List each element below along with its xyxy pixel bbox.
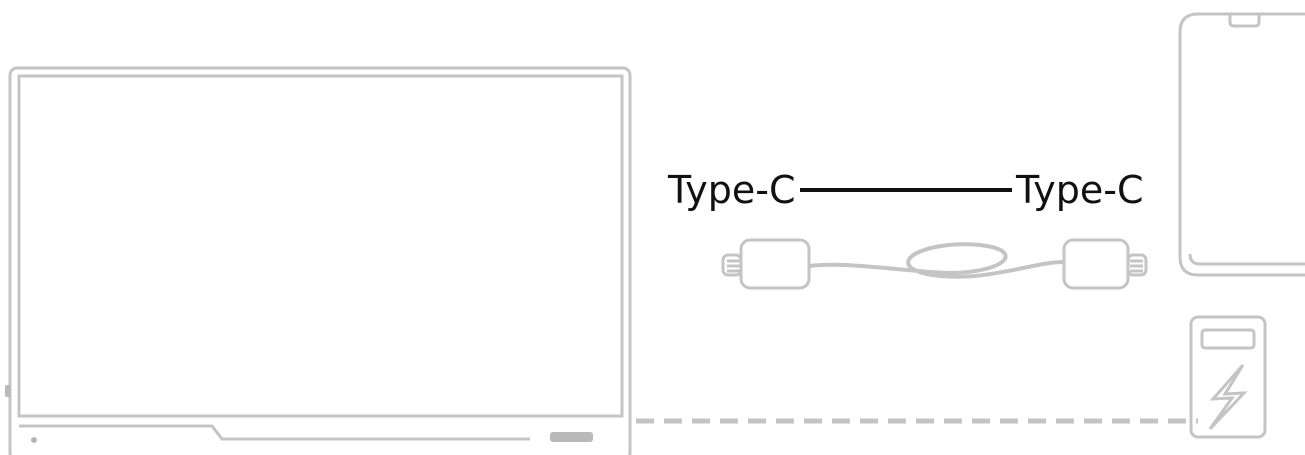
monitor-logo [550,432,593,442]
phone-icon [1178,12,1305,277]
lightning-icon [1208,364,1248,431]
cable-left-label: Type-C [668,168,796,212]
monitor-power-led [31,437,37,443]
monitor-icon [5,66,632,455]
phone-screen-edge [1188,253,1305,266]
phone-notch [1228,15,1261,28]
monitor-outer-frame [8,66,632,455]
charger-icon [1189,315,1267,439]
phone-body [1178,12,1305,277]
cable-wire [808,242,1065,279]
charger-port [1200,328,1256,350]
charger-body [1189,315,1267,439]
monitor-screen [17,74,624,418]
right-plug-tip [1126,253,1148,277]
cable-right-label: Type-C [1016,168,1144,212]
monitor-bezel-groove [19,424,530,441]
monitor-side-button [5,385,10,397]
right-plug-body [1062,238,1130,290]
left-plug-body [739,238,811,290]
usb-c-cable-icon [721,238,1148,290]
